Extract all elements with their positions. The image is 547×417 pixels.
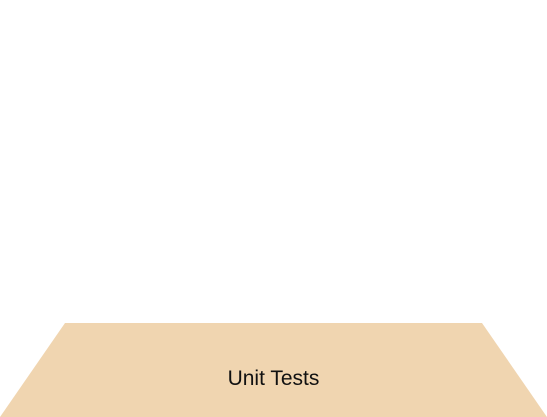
unit-tests-tier — [0, 323, 547, 417]
unit-tests-label: Unit Tests — [227, 367, 320, 390]
